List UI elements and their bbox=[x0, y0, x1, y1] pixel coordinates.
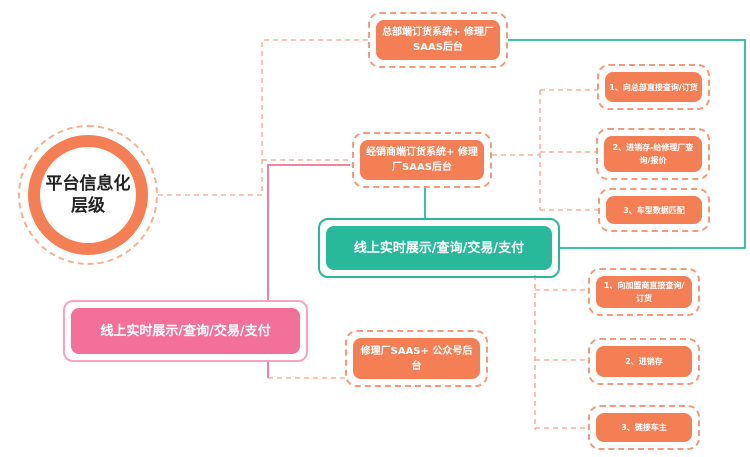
feature-label: 1、向加盟商直接查询/订货 bbox=[596, 276, 692, 308]
pink-to-dealer-line bbox=[267, 164, 350, 300]
online-pink-label: 线上实时展示/查询/交易/支付 bbox=[71, 308, 300, 354]
hq-to-online-line bbox=[508, 39, 746, 249]
repair-feature-node: 1、向加盟商直接查询/订货 bbox=[588, 268, 700, 316]
repair-system-node: 修理厂SAAS+ 公众号后台 bbox=[345, 330, 488, 387]
repair-system-label: 修理厂SAAS+ 公众号后台 bbox=[353, 338, 480, 379]
hq-system-label: 总部端订货系统+ 修理厂SAAS后台 bbox=[376, 20, 500, 60]
dealer-feature-node: 3、车型数据匹配 bbox=[598, 188, 710, 232]
dealer-system-label: 经销商端订货系统+ 修理厂SAAS后台 bbox=[360, 140, 484, 180]
hq-system-node: 总部端订货系统+ 修理厂SAAS后台 bbox=[368, 12, 508, 68]
repair-feature-node: 2、进销存 bbox=[588, 338, 700, 385]
dealer-feature-node: 1、向总部直接查询/订货 bbox=[597, 64, 710, 110]
feature-label: 2、进销存 bbox=[596, 346, 692, 377]
repair-feature-lines bbox=[534, 275, 590, 430]
dealer-system-node: 经销商端订货系统+ 修理厂SAAS后台 bbox=[352, 132, 492, 188]
feature-label: 1、向总部直接查询/订货 bbox=[605, 72, 702, 102]
root-label: 平台信息化层级 bbox=[40, 147, 136, 243]
online-green-node: 线上实时展示/查询/交易/支付 bbox=[318, 218, 560, 278]
feature-label: 3、链接车主 bbox=[596, 413, 692, 442]
repair-feature-node: 3、链接车主 bbox=[588, 405, 700, 450]
dealer-feature-lines bbox=[492, 89, 598, 211]
feature-label: 3、车型数据匹配 bbox=[606, 196, 702, 224]
online-green-label: 线上实时展示/查询/交易/支付 bbox=[326, 226, 552, 270]
root-to-hq-line bbox=[158, 39, 370, 196]
online-pink-node: 线上实时展示/查询/交易/支付 bbox=[63, 300, 308, 362]
dealer-feature-node: 2、进销存-给修理厂查询/报价 bbox=[596, 128, 710, 180]
feature-label: 2、进销存-给修理厂查询/报价 bbox=[604, 136, 702, 172]
root-node: 平台信息化层级 bbox=[18, 125, 158, 265]
